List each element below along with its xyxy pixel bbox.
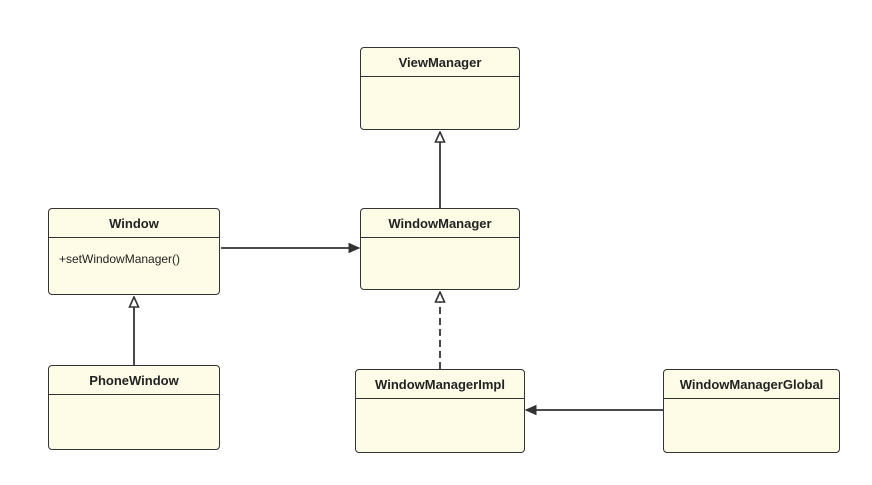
class-windowmanagerimpl[interactable]: WindowManagerImpl <box>355 369 525 453</box>
method-setwindowmanager: +setWindowManager() <box>59 252 181 266</box>
class-body <box>664 399 839 423</box>
class-body <box>361 238 519 262</box>
class-name: PhoneWindow <box>49 366 219 395</box>
class-body <box>361 77 519 101</box>
class-windowmanagerglobal[interactable]: WindowManagerGlobal <box>663 369 840 453</box>
class-name: Window <box>49 209 219 238</box>
class-name: WindowManagerImpl <box>356 370 524 399</box>
class-body: +setWindowManager() <box>49 238 219 280</box>
class-viewmanager[interactable]: ViewManager <box>360 47 520 130</box>
class-windowmanager[interactable]: WindowManager <box>360 208 520 290</box>
class-name: WindowManagerGlobal <box>664 370 839 399</box>
class-phonewindow[interactable]: PhoneWindow <box>48 365 220 450</box>
class-name: ViewManager <box>361 48 519 77</box>
class-body <box>356 399 524 423</box>
class-window[interactable]: Window +setWindowManager() <box>48 208 220 295</box>
class-body <box>49 395 219 419</box>
class-name: WindowManager <box>361 209 519 238</box>
